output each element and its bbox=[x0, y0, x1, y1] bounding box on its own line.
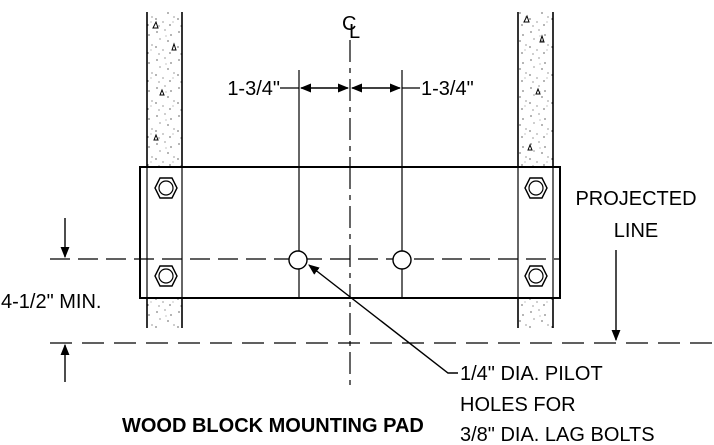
hex-bolt-top-right bbox=[524, 177, 548, 199]
pilot-note-line-2: HOLES FOR bbox=[460, 394, 576, 416]
projected-line-label-1: PROJECTED bbox=[575, 188, 696, 210]
pilot-note-line-3: 3/8" DIA. LAG BOLTS bbox=[460, 424, 655, 445]
centerline-mark-sub: L bbox=[349, 21, 360, 43]
dim-right-label: 1-3/4" bbox=[421, 78, 474, 100]
hex-bolt-bottom-right bbox=[524, 265, 548, 287]
diagram-title: WOOD BLOCK MOUNTING PAD bbox=[122, 415, 424, 437]
pilot-hole-leader bbox=[308, 264, 458, 374]
left-wall-post bbox=[146, 12, 183, 328]
centerline-mark: C bbox=[342, 13, 356, 35]
hex-bolt-top-left bbox=[154, 177, 178, 199]
dim-vertical-label: 4-1/2" MIN. bbox=[1, 291, 101, 313]
pilot-hole-right bbox=[392, 250, 412, 270]
dim-left-label: 1-3/4" bbox=[227, 78, 280, 100]
pilot-note-line-1: 1/4" DIA. PILOT bbox=[460, 363, 603, 385]
hex-bolt-bottom-left bbox=[154, 265, 178, 287]
right-wall-post bbox=[517, 12, 554, 328]
projected-line-label-2: LINE bbox=[614, 220, 658, 242]
pilot-hole-left bbox=[288, 250, 308, 270]
